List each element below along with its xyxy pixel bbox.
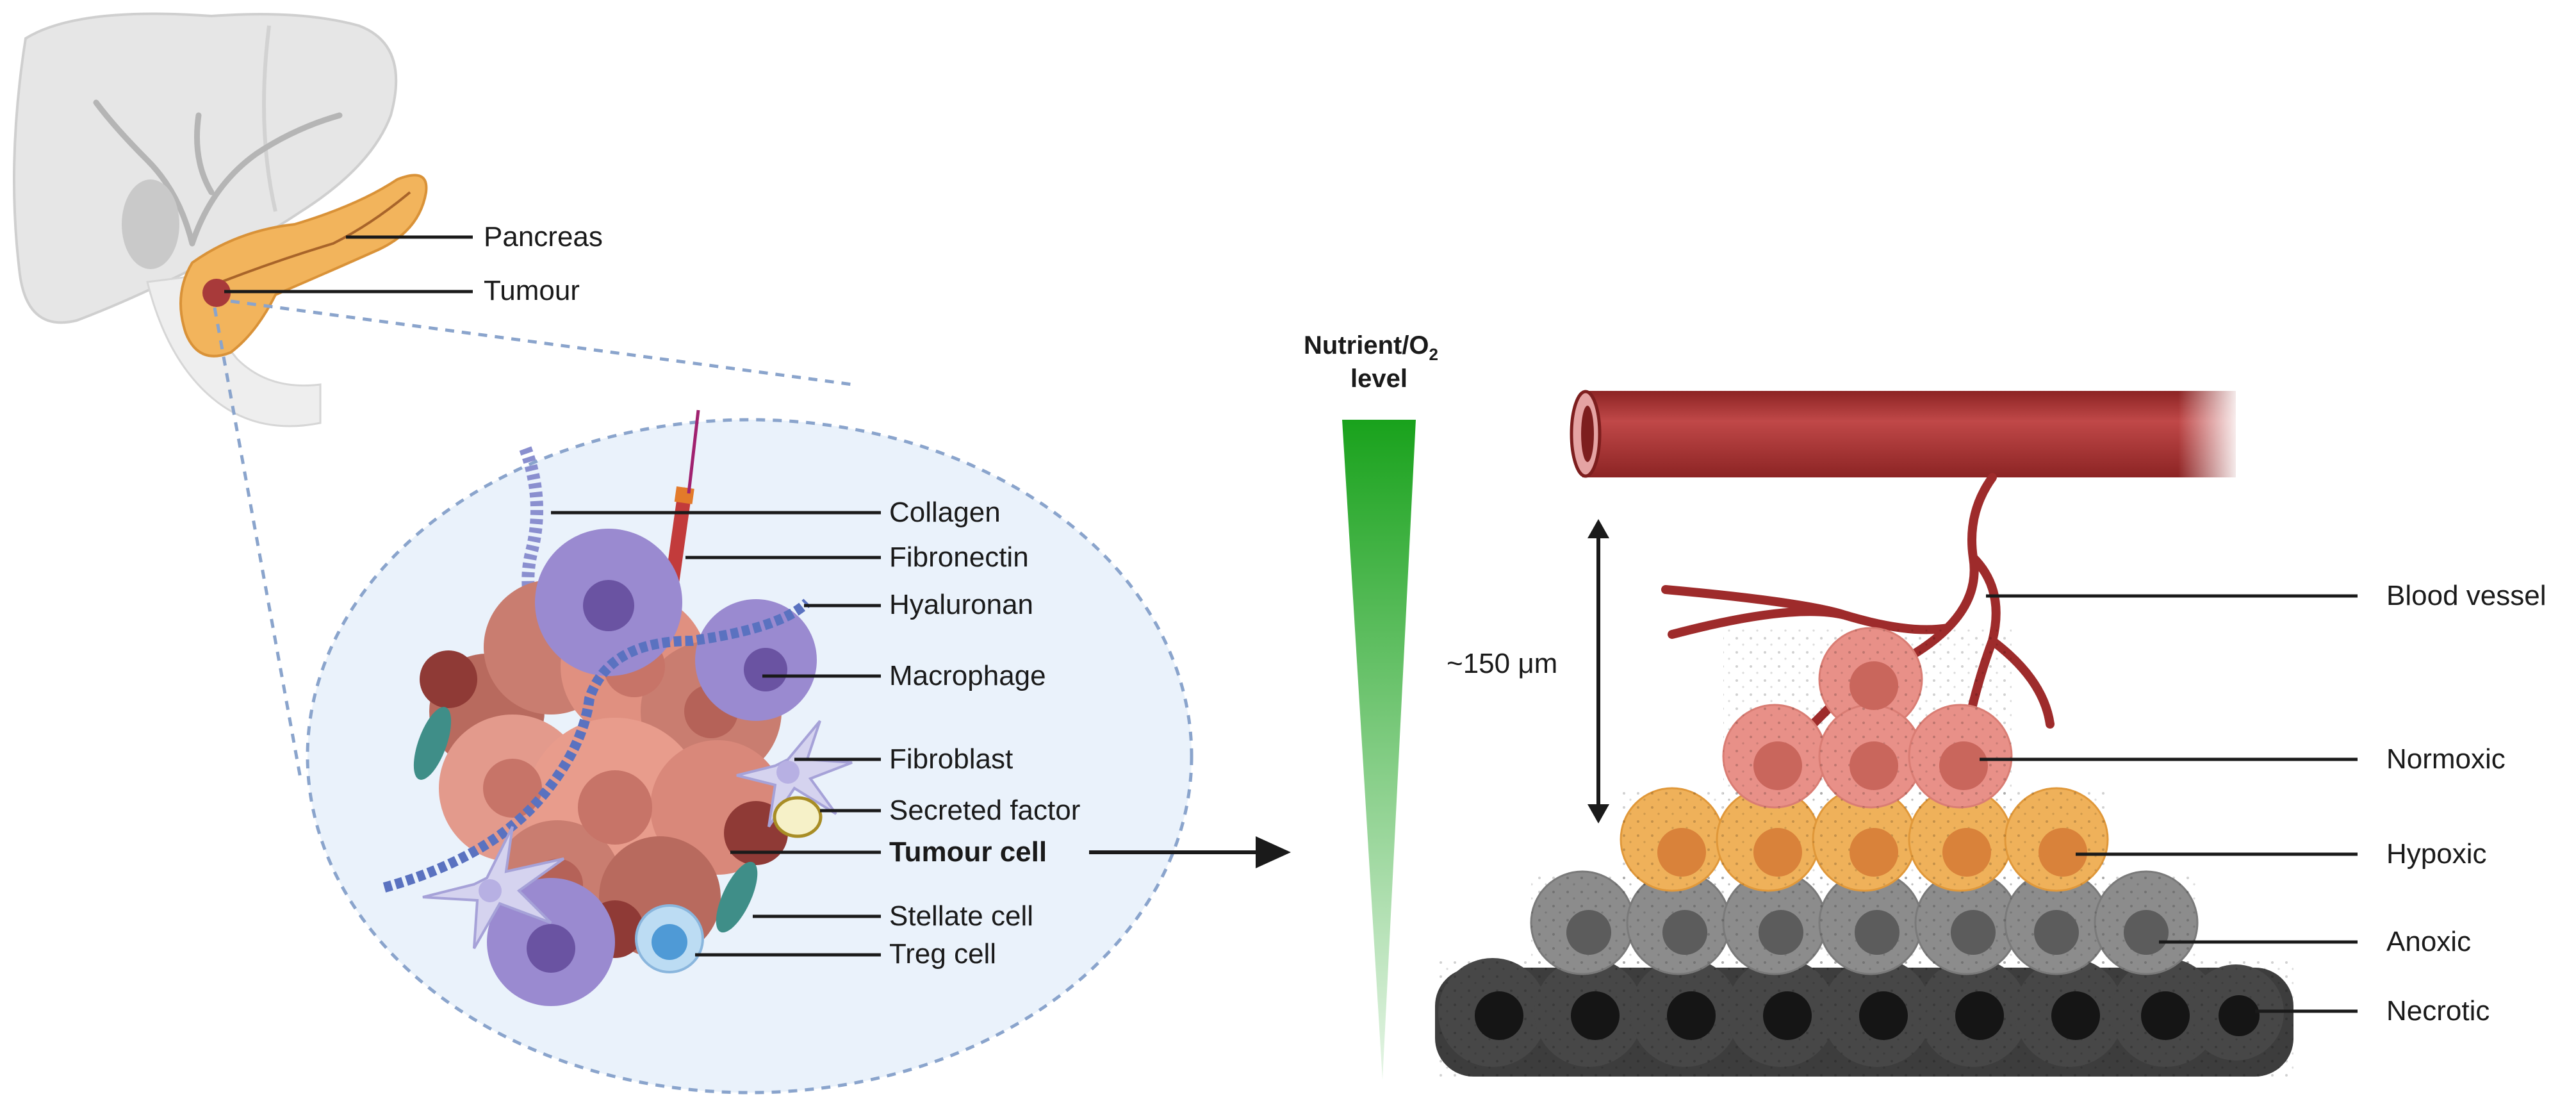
fibroblast-left-nucleus: [479, 879, 502, 902]
normoxic-label: Normoxic: [2386, 743, 2506, 775]
normoxic-layer: [1722, 627, 2013, 809]
distance-label: ~150 μm: [1447, 648, 1557, 679]
gradient-title: Nutrient/O2: [1304, 331, 1438, 364]
macrophage-top: [535, 529, 682, 676]
liver-lobe-line: [262, 25, 277, 212]
necrotic-label: Necrotic: [2386, 995, 2490, 1027]
stellate-cell-label: Stellate cell: [889, 900, 1033, 932]
fibroblast-label: Fibroblast: [889, 743, 1013, 775]
secreted-factor: [773, 796, 823, 838]
anoxic-label: Anoxic: [2386, 926, 2471, 957]
pancreas-label: Pancreas: [484, 221, 603, 252]
hypoxic-label: Hypoxic: [2386, 838, 2487, 870]
liver-shape: [13, 12, 398, 324]
gradient-title-subscript: 2: [1429, 345, 1438, 364]
secreted-factor-label: Secreted factor: [889, 795, 1080, 826]
zoom-line-right: [230, 299, 853, 386]
bile-ducts: [93, 99, 343, 247]
distance-arrow-top: [1587, 519, 1609, 538]
pancreatic-duct: [204, 191, 411, 290]
zoom-line-left: [213, 307, 303, 782]
tumour-cell-label: Tumour cell: [889, 836, 1047, 868]
tumour-dot: [202, 279, 231, 307]
tme-cell-cluster: [382, 409, 853, 1006]
stellate-cell-right: [716, 861, 758, 933]
distance-arrow-bottom: [1587, 804, 1609, 823]
liver-pancreas-illustration: [13, 12, 428, 427]
necrotic-layer: [1435, 958, 2293, 1077]
fibronectin-label: Fibronectin: [889, 541, 1029, 573]
macrophage-label: Macrophage: [889, 660, 1046, 691]
pancreas-shape: [179, 174, 428, 358]
fibronectin-needle: [687, 409, 700, 494]
collagen-label: Collagen: [889, 497, 1001, 528]
treg-cell-label: Treg cell: [889, 938, 996, 970]
blood-vessel: [1570, 388, 2242, 481]
fibroblast-right-nucleus: [776, 761, 800, 784]
gallbladder: [122, 179, 179, 269]
gradient-title-line2: level: [1350, 365, 1407, 393]
macrophage-right: [695, 599, 817, 721]
treg-cell-nucleus: [652, 924, 687, 960]
stellate-cell-left: [413, 707, 452, 780]
blood-vessel-label: Blood vessel: [2386, 580, 2546, 611]
transition-arrow-head: [1256, 836, 1291, 868]
gradient-title-main: Nutrient/O: [1304, 331, 1429, 359]
hyaluronan-label: Hyaluronan: [889, 589, 1033, 620]
hyaluronan-chain: [382, 599, 811, 893]
nutrient-o2-gradient-wedge: [1342, 420, 1416, 1080]
fibronectin-tip: [674, 486, 694, 504]
tumour-label: Tumour: [484, 275, 580, 306]
hypoxic-layer: [1620, 787, 2109, 892]
